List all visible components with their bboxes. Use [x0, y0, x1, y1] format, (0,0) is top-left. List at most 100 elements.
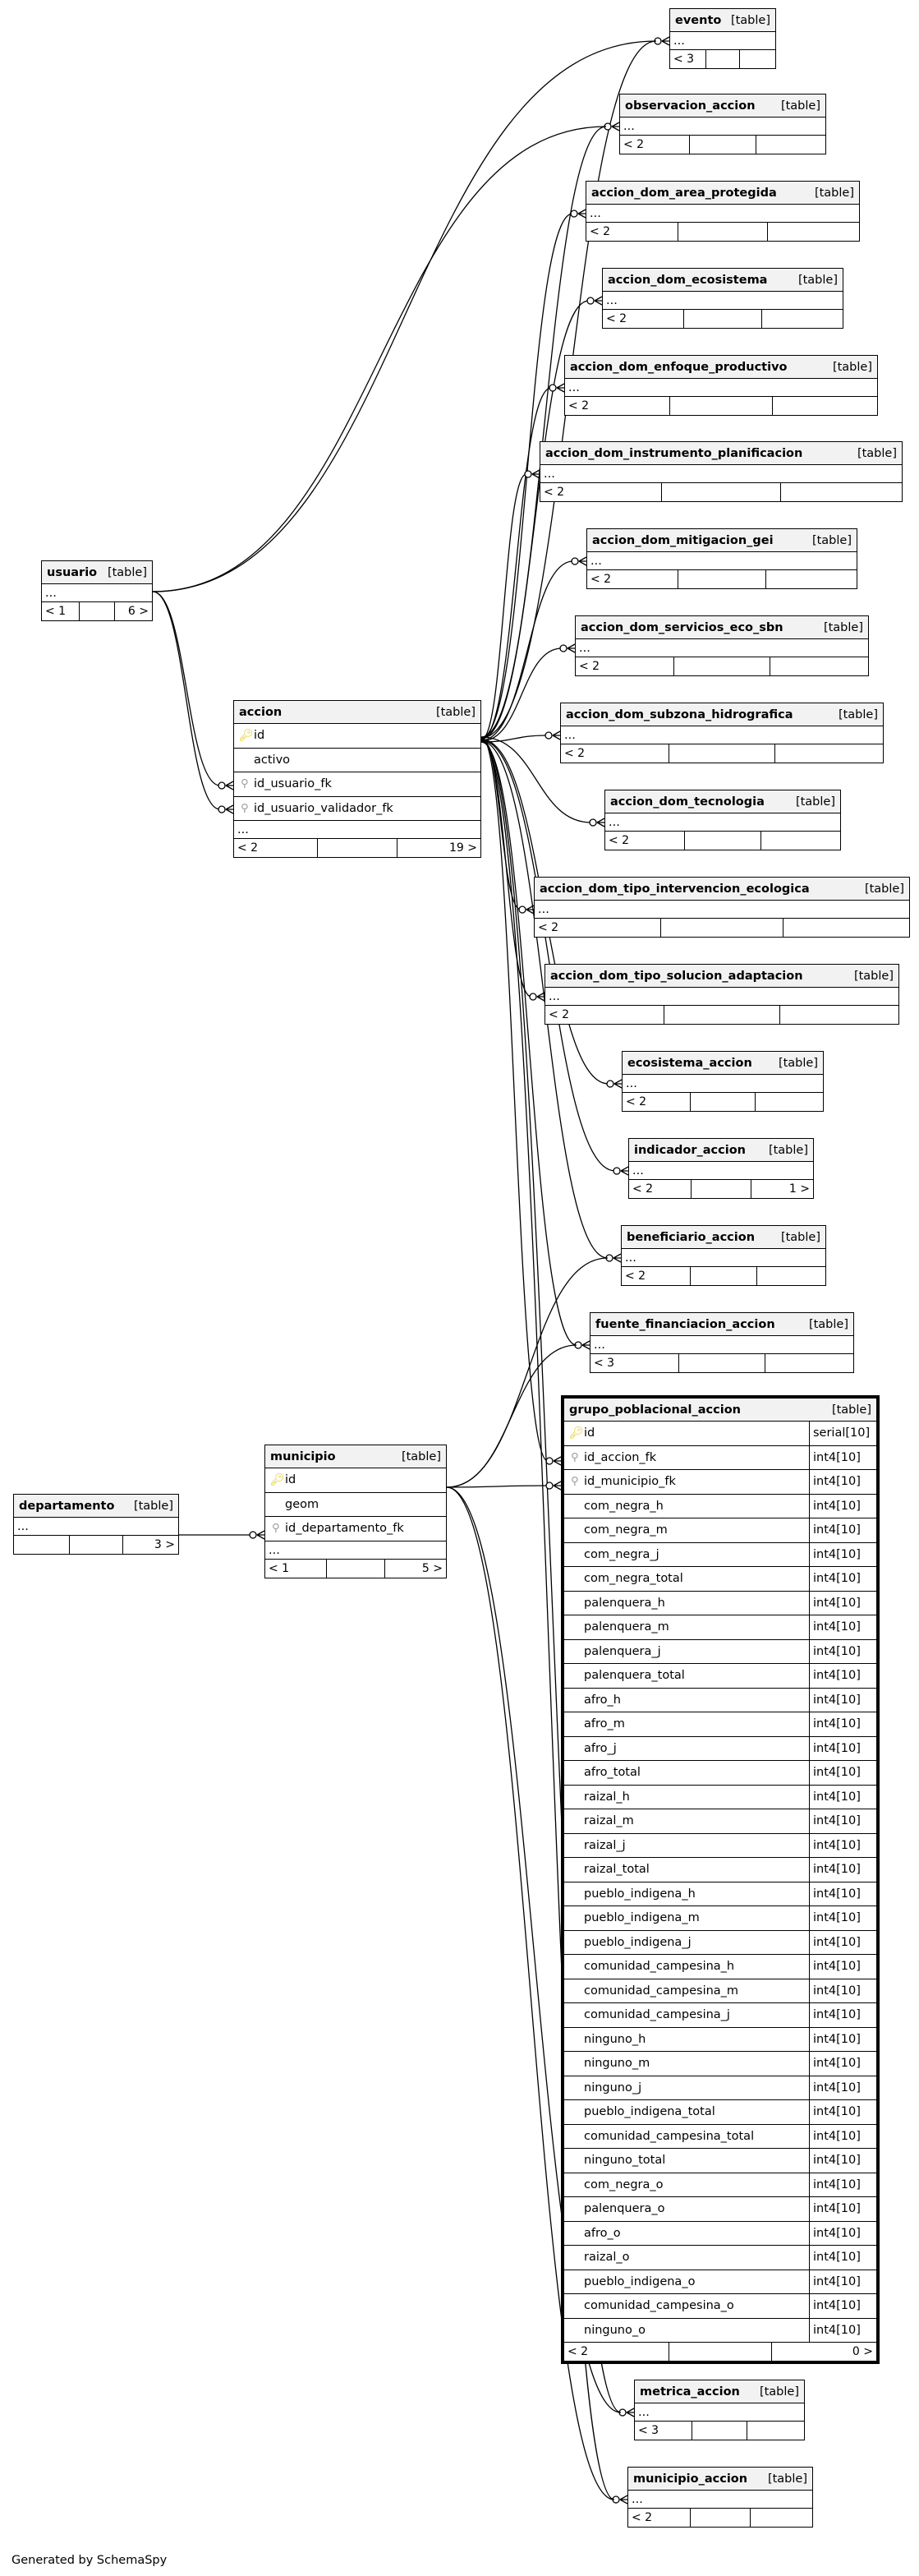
column-name: geom — [285, 1497, 319, 1511]
columns-ellipsis: ... — [565, 379, 877, 397]
table-accion[interactable]: accion[table] 🔑︎id activo ⚲id_usuario_fk… — [233, 700, 481, 858]
rows-count — [326, 1559, 384, 1578]
column-type: int4[10] — [809, 2124, 876, 2148]
table-accion-dom-tecnologia[interactable]: accion_dom_tecnologia[table] ... < 2 — [604, 790, 841, 850]
table-accion-dom-ecosistema[interactable]: accion_dom_ecosistema[table] ... < 2 — [602, 268, 843, 329]
column-type: int4[10] — [809, 1567, 876, 1591]
children-count — [783, 919, 909, 937]
columns-ellipsis: ... — [590, 1336, 853, 1354]
table-name: accion — [239, 705, 283, 719]
rows-count — [673, 657, 769, 675]
columns-ellipsis: ... — [545, 988, 898, 1006]
column-name: afro_m — [584, 1717, 625, 1731]
table-accion-dom-servicios-eco-sbn[interactable]: accion_dom_servicios_eco_sbn[table] ... … — [575, 615, 869, 676]
optional-marker — [249, 1531, 257, 1539]
table-footer: < 2 — [576, 657, 868, 675]
table-accion-dom-instrumento-planificacion[interactable]: accion_dom_instrumento_planificacion[tab… — [540, 441, 903, 502]
children-count: 0 > — [770, 2343, 876, 2361]
table-accion-dom-tipo-solucion-adaptacion[interactable]: accion_dom_tipo_solucion_adaptacion[tabl… — [545, 964, 899, 1025]
table-footer: < 3 — [590, 1354, 853, 1372]
column-name: ninguno_total — [584, 2154, 666, 2168]
column-name: ninguno_h — [584, 2032, 646, 2046]
column-type: int4[10] — [809, 1930, 876, 1954]
parents-count: < 2 — [567, 2345, 589, 2358]
column-name: com_negra_o — [584, 2177, 664, 2191]
column-type: int4[10] — [809, 1445, 876, 1469]
table-ecosistema-accion[interactable]: ecosistema_accion[table] ... < 2 — [622, 1051, 824, 1112]
table-accion-dom-mitigacion-gei[interactable]: accion_dom_mitigacion_gei[table] ... < 2 — [586, 528, 857, 589]
children-count: 6 > — [113, 602, 152, 620]
rows-count — [669, 2343, 770, 2361]
columns-ellipsis: ... — [561, 726, 883, 744]
optional-marker — [612, 2495, 620, 2504]
table-header: indicador_accion[table] — [629, 1139, 813, 1162]
optional-marker — [549, 384, 557, 392]
crowfoot-marker — [526, 905, 535, 915]
table-tag: [table] — [797, 273, 838, 287]
column-name: pueblo_indigena_m — [584, 1911, 700, 1925]
table-header: fuente_financiacion_accion[table] — [590, 1313, 853, 1336]
children-count — [756, 1267, 825, 1285]
table-accion-dom-enfoque-productivo[interactable]: accion_dom_enfoque_productivo[table] ...… — [564, 355, 878, 416]
table-evento[interactable]: evento[table] ... < 3 — [669, 8, 776, 69]
columns-ellipsis: ... — [576, 639, 868, 657]
table-municipio-accion[interactable]: municipio_accion[table] ... < 2 — [627, 2467, 813, 2528]
rows-count — [69, 1536, 122, 1554]
column-row: activo — [234, 749, 480, 772]
column-name: id_municipio_fk — [584, 1475, 676, 1489]
table-name: municipio — [270, 1449, 336, 1463]
table-tag: [table] — [133, 1499, 173, 1513]
column-name: raizal_o — [584, 2251, 630, 2265]
parents-count: < 2 — [568, 399, 590, 412]
columns-ellipsis: ... — [265, 1541, 446, 1560]
crowfoot-marker — [531, 469, 540, 479]
column-name: pueblo_indigena_h — [584, 1887, 696, 1901]
table-name: accion_dom_tipo_solucion_adaptacion — [550, 969, 803, 983]
table-header: accion_dom_instrumento_planificacion[tab… — [540, 442, 902, 465]
table-municipio[interactable]: municipio[table] 🔑︎id geom ⚲id_departame… — [264, 1445, 447, 1578]
crowfoot-marker — [581, 1340, 590, 1350]
column-name: pueblo_indigena_j — [584, 1935, 692, 1949]
table-metrica-accion[interactable]: metrica_accion[table] ... < 3 — [634, 2380, 805, 2440]
table-fuente-financiacion-accion[interactable]: fuente_financiacion_accion[table] ... < … — [590, 1312, 854, 1373]
table-accion-dom-subzona-hidrografica[interactable]: accion_dom_subzona_hidrografica[table] .… — [560, 703, 884, 763]
children-count: 1 > — [750, 1180, 813, 1198]
relationship-line — [480, 736, 549, 1462]
table-beneficiario-accion[interactable]: beneficiario_accion[table] ... < 2 — [621, 1225, 826, 1286]
rows-count — [316, 839, 397, 857]
table-header: departamento[table] — [14, 1495, 178, 1518]
table-header: municipio[table] — [265, 1445, 446, 1468]
table-name: accion_dom_enfoque_productivo — [570, 360, 788, 374]
relationship-line — [446, 1344, 577, 1488]
table-departamento[interactable]: departamento[table] ... 3 > — [13, 1494, 179, 1555]
table-accion-dom-area-protegida[interactable]: accion_dom_area_protegida[table] ... < 2 — [586, 181, 860, 242]
parents-count: < 2 — [632, 1182, 654, 1196]
column-type: int4[10] — [809, 1858, 876, 1882]
rows-count — [692, 2422, 746, 2440]
table-accion-dom-tipo-intervencion-ecologica[interactable]: accion_dom_tipo_intervencion_ecologica[t… — [534, 877, 910, 938]
table-tag: [table] — [831, 1403, 871, 1417]
column-type: int4[10] — [809, 1591, 876, 1615]
column-name: ninguno_m — [584, 2057, 650, 2071]
column-name: palenquera_total — [584, 1669, 685, 1683]
table-name: ecosistema_accion — [627, 1056, 752, 1070]
table-name: accion_dom_tipo_intervencion_ecologica — [540, 882, 810, 896]
table-observacion-accion[interactable]: observacion_accion[table] ... < 2 — [619, 94, 826, 154]
table-tag: [table] — [435, 705, 476, 719]
children-count — [779, 1006, 898, 1024]
